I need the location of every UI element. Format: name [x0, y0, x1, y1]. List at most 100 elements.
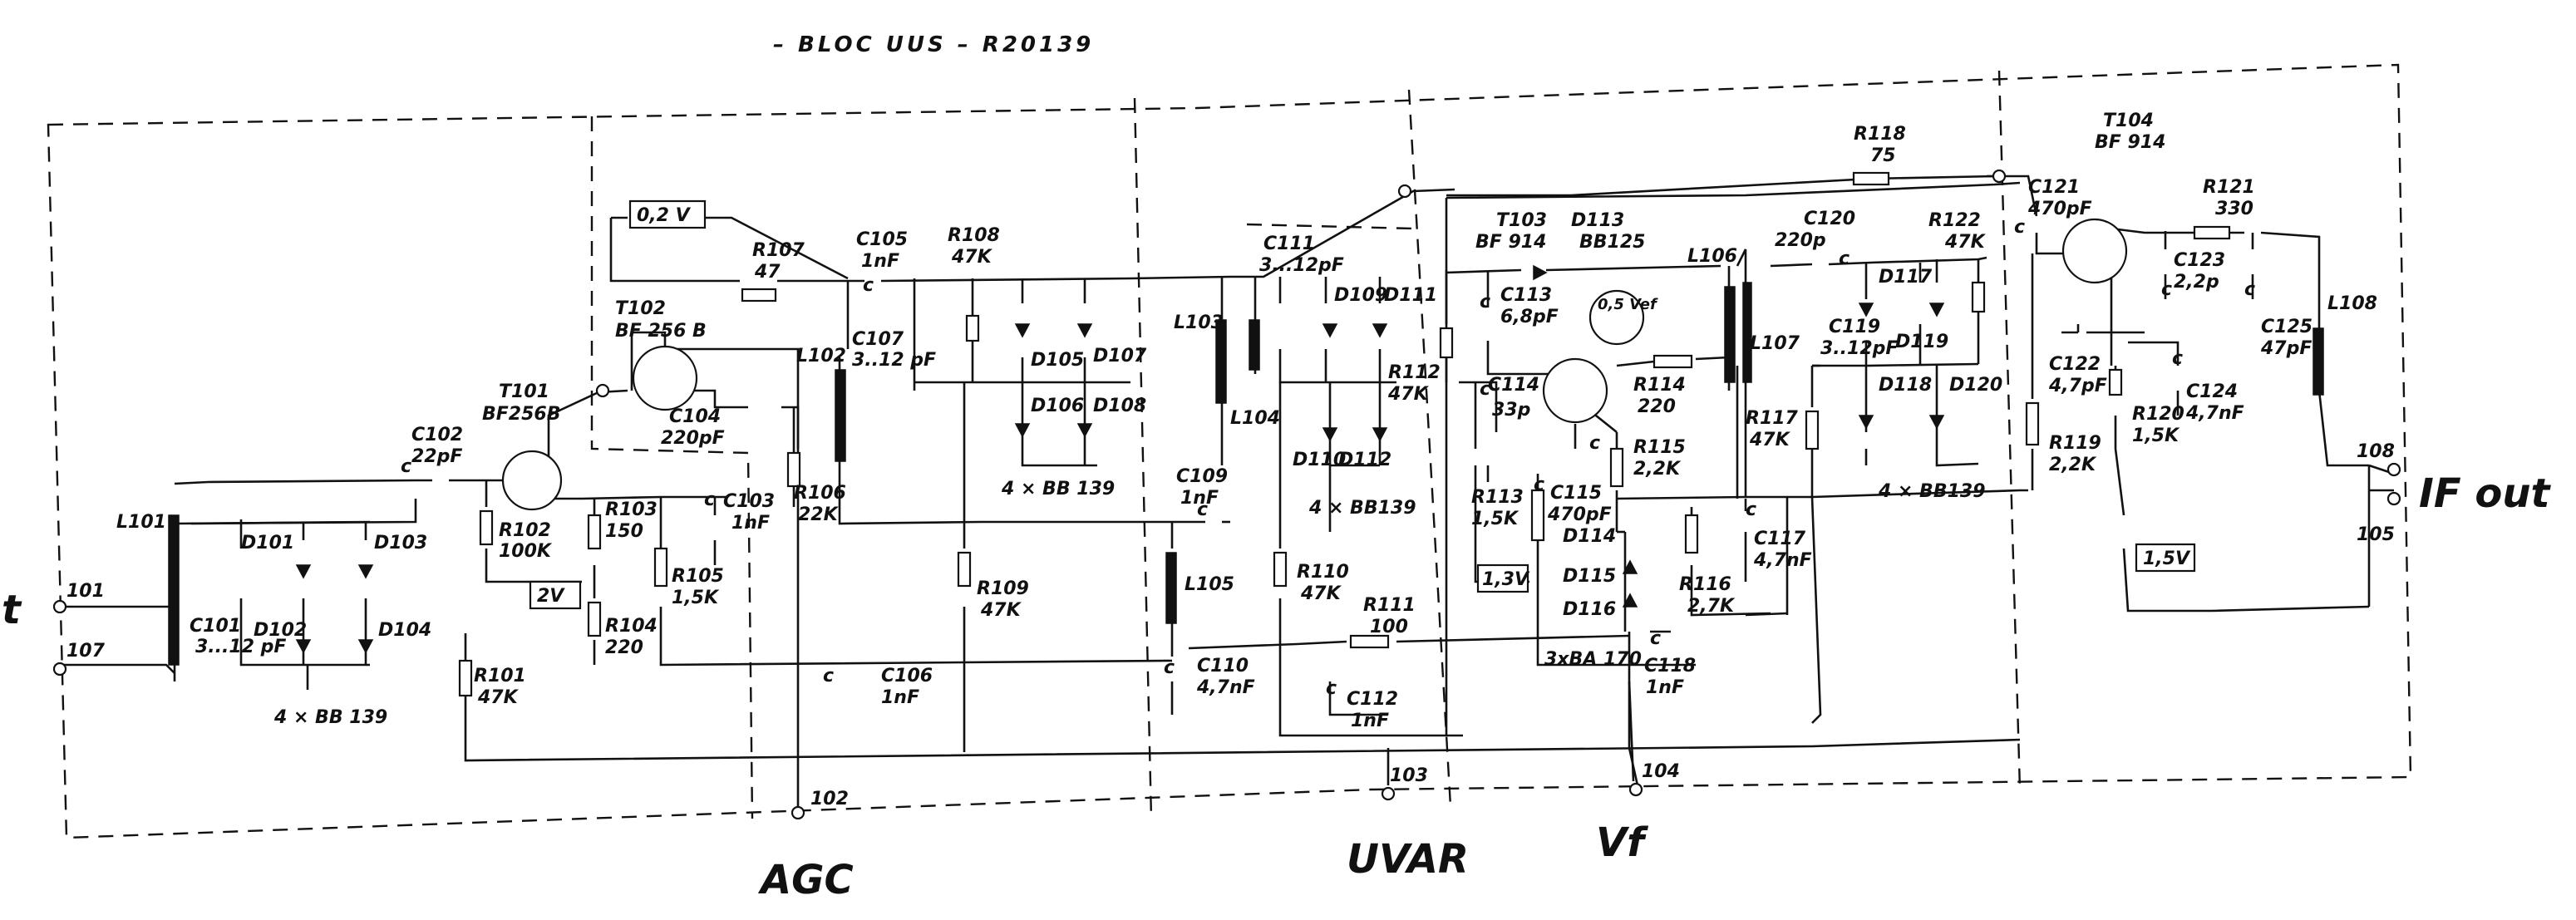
voltage-1-5v: 1,5V — [2143, 549, 2191, 569]
voltage-2v: 2V — [537, 586, 565, 607]
label-r115: R115 — [1633, 437, 1686, 458]
resistor-r119 — [2025, 401, 2040, 446]
component-labels: L101 C101 3...12 pF D101 D102 D103 D104 … — [116, 124, 2377, 731]
label-d105: D105 — [1031, 350, 1084, 371]
label-d113: D113 — [1571, 210, 1624, 231]
transistor-t103-symbol — [1542, 357, 1608, 424]
inductor-l101 — [168, 514, 180, 666]
label-d116: D116 — [1563, 599, 1616, 620]
resistor-r114 — [1652, 354, 1693, 369]
voltage-labels: 0,2 V 2V 1,3V 0,5 Vef 1,5V — [537, 205, 2191, 607]
resistor-r102 — [479, 509, 494, 546]
label-d110: D110 — [1293, 450, 1346, 470]
resistor-r111 — [1349, 634, 1390, 649]
t102-type: BF 256 B — [615, 321, 707, 342]
value-r113: 1,5K — [1471, 509, 1519, 529]
t103-ref: T103 — [1496, 210, 1547, 231]
resistor-r109 — [957, 551, 972, 588]
value-r118: 75 — [1870, 145, 1896, 166]
label-c122: C122 — [2049, 354, 2101, 375]
transistor-t102-symbol — [632, 345, 698, 411]
label-c125: C125 — [2261, 317, 2312, 337]
label-l107: L107 — [1750, 333, 1800, 354]
label-r103: R103 — [605, 499, 658, 520]
terminal-105[interactable] — [2386, 491, 2401, 506]
handwritten-uvar: UVAR — [1347, 836, 1469, 883]
label-r113: R113 — [1471, 487, 1524, 508]
label-c123: C123 — [2174, 250, 2225, 271]
t103-type: BF 914 — [1475, 232, 1546, 253]
label-r118: R118 — [1854, 124, 1906, 145]
label-d112: D112 — [1338, 450, 1391, 470]
label-l106: L106 — [1687, 246, 1737, 267]
voltage-box-0-2v — [628, 199, 707, 229]
terminal-107[interactable] — [52, 662, 67, 676]
terminal-103[interactable] — [1381, 786, 1396, 801]
cap-mark: c — [1164, 657, 1175, 678]
label-c120: C120 — [1804, 209, 1855, 229]
voltage-0-2v: 0,2 V — [637, 205, 692, 226]
cap-mark: c — [704, 490, 715, 510]
handwritten-labels: t AGC UVAR Vf IF out — [2, 470, 2552, 903]
label-c107: C107 — [852, 329, 904, 350]
label-l105: L105 — [1185, 574, 1234, 595]
cap-mark: c — [2172, 348, 2183, 369]
value-c125: 47pF — [2260, 338, 2312, 359]
cap-mark: c — [1480, 292, 1490, 312]
transistor-t104-symbol — [2061, 218, 2128, 284]
cap-mark: c — [2161, 279, 2172, 300]
label-d117: D117 — [1879, 267, 1933, 288]
terminal-102[interactable] — [791, 805, 805, 820]
capacitor-marks: c c c c c c c c c c c c c c c c c c — [401, 217, 2255, 699]
label-r108: R108 — [948, 225, 1000, 246]
label-r119: R119 — [2049, 433, 2101, 454]
junction-node-1 — [595, 383, 610, 398]
value-r119: 2,2K — [2049, 455, 2097, 475]
schematic-title: – BLOC UUS – R20139 — [773, 32, 1094, 57]
label-d103: D103 — [374, 533, 427, 553]
value-c121: 470pF — [2027, 199, 2092, 219]
diode-symbols — [295, 264, 1945, 654]
terminal-108[interactable] — [2386, 462, 2401, 477]
diode-group-4: 4 × BB139 — [1878, 481, 1986, 502]
value-c113: 6,8pF — [1500, 307, 1559, 327]
label-c119: C119 — [1829, 317, 1880, 337]
resistor-r106 — [786, 451, 801, 488]
handwritten-if-out: IF out — [2419, 470, 2552, 517]
handwritten-agc: AGC — [757, 857, 854, 903]
label-c124: C124 — [2186, 381, 2238, 402]
label-d102: D102 — [254, 620, 307, 641]
diode-group-1: 4 × BB 139 — [273, 707, 387, 728]
value-c104: 220pF — [661, 428, 725, 449]
label-l108: L108 — [2327, 293, 2377, 314]
label-c110: C110 — [1197, 656, 1249, 676]
label-r114: R114 — [1633, 375, 1686, 396]
inner-section-border-5 — [1246, 223, 1414, 230]
handwritten-left-t: t — [2, 587, 22, 633]
label-c121: C121 — [2028, 177, 2080, 198]
label-c109: C109 — [1176, 466, 1228, 487]
value-r105: 1,5K — [672, 588, 720, 608]
label-r120: R120 — [2132, 404, 2184, 425]
resistor-r103 — [587, 514, 602, 550]
cap-mark: c — [823, 666, 834, 686]
cap-mark: c — [1197, 499, 1208, 520]
value-r106: 22K — [798, 504, 840, 525]
resistor-r117 — [1805, 410, 1820, 450]
label-l101: L101 — [116, 512, 166, 533]
transistor-labels: T101 BF256B T102 BF 256 B T103 BF 914 T1… — [482, 111, 2165, 425]
terminal-101[interactable] — [52, 599, 67, 614]
terminal-label-104: 104 — [1642, 761, 1680, 782]
label-r110: R110 — [1297, 562, 1349, 583]
terminal-104[interactable] — [1628, 782, 1643, 797]
resistor-r115 — [1609, 447, 1624, 488]
value-d113: BB125 — [1579, 232, 1645, 253]
value-r101: 47K — [477, 687, 520, 708]
label-r109: R109 — [977, 578, 1029, 599]
resistor-r110 — [1273, 551, 1288, 588]
label-r102: R102 — [499, 520, 551, 541]
inductor-l104 — [1249, 319, 1260, 371]
value-c103: 1nF — [731, 513, 770, 534]
value-c115: 470pF — [1547, 504, 1612, 525]
value-c110: 4,7nF — [1196, 677, 1255, 698]
